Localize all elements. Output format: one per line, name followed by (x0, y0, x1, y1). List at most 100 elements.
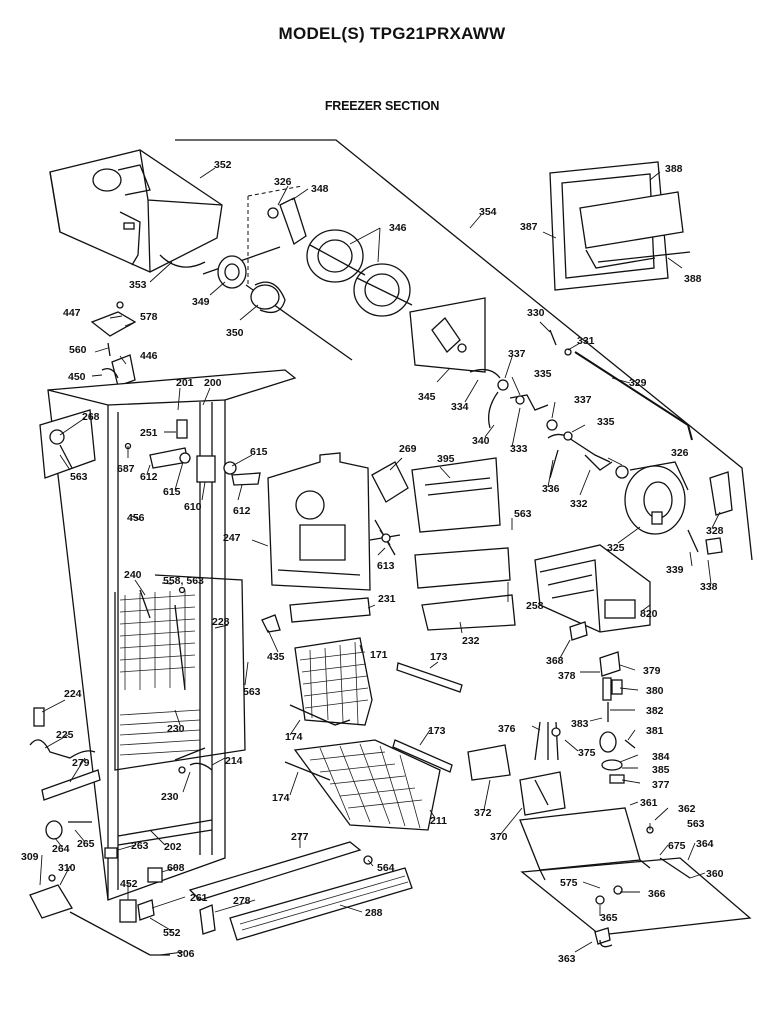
callout-370: 370 (490, 831, 508, 843)
callout-366: 366 (648, 888, 666, 900)
callout-279: 279 (72, 757, 90, 769)
callout-173-b: 173 (428, 725, 446, 737)
callout-171: 171 (370, 649, 388, 661)
callout-339: 339 (666, 564, 684, 576)
callout-337-a: 337 (508, 348, 526, 360)
callout-277: 277 (291, 831, 309, 843)
callout-395: 395 (437, 453, 455, 465)
callout-224: 224 (64, 688, 82, 700)
callout-446: 446 (140, 350, 158, 362)
callout-labels: 352 326 348 346 354 388 387 388 353 349 … (21, 159, 724, 965)
drain-parts (178, 762, 213, 774)
leveling-leg-parts (29, 874, 151, 956)
upper-basket-part (289, 637, 373, 726)
callout-338: 338 (700, 581, 718, 593)
linkage-parts (469, 368, 613, 479)
callout-615-b: 615 (250, 446, 268, 458)
callout-352: 352 (214, 159, 232, 171)
evaporator-coil-part (114, 574, 246, 771)
lower-left-parts (29, 707, 101, 801)
callout-613: 613 (377, 560, 395, 572)
callout-345: 345 (418, 391, 436, 403)
callout-340: 340 (472, 435, 490, 447)
callout-348: 348 (311, 183, 329, 195)
callout-247: 247 (223, 532, 241, 544)
callout-563-left: 563 (70, 471, 88, 483)
callout-377: 377 (652, 779, 670, 791)
callout-552: 552 (163, 927, 181, 939)
callout-334: 334 (451, 401, 469, 413)
callout-332: 332 (570, 498, 588, 510)
ice-maker-part (534, 544, 651, 633)
callout-608: 608 (167, 862, 185, 874)
callout-258: 258 (526, 600, 544, 612)
callout-563-b: 563 (514, 508, 532, 520)
callout-612-b: 612 (233, 505, 251, 517)
callout-214: 214 (225, 755, 243, 767)
evaporator-cover-part (267, 452, 371, 591)
callout-263: 263 (131, 840, 149, 852)
callout-326: 326 (274, 176, 292, 188)
callout-329: 329 (629, 377, 647, 389)
callout-372: 372 (474, 807, 492, 819)
control-housing-part (549, 161, 691, 291)
model-title: MODEL(S) TPG21PRXAWW (278, 24, 506, 43)
callout-278: 278 (233, 895, 251, 907)
small-clip-part (261, 614, 281, 633)
ice-bucket-part (49, 149, 223, 273)
callout-230-b: 230 (161, 791, 179, 803)
callout-612-a: 612 (140, 471, 158, 483)
callout-310: 310 (58, 862, 76, 874)
callout-563-d: 563 (687, 818, 705, 830)
callout-309: 309 (21, 851, 39, 863)
hinge-block-part (39, 409, 96, 479)
water-valve-part (467, 744, 566, 816)
light-switch-parts (124, 419, 261, 486)
callout-615-a: 615 (163, 486, 181, 498)
kickplate-parts (188, 841, 413, 941)
duct-cover-parts (289, 547, 516, 631)
lower-basket-part (284, 739, 441, 831)
callout-346: 346 (389, 222, 407, 234)
callout-330: 330 (527, 307, 545, 319)
callout-375: 375 (578, 747, 596, 759)
callout-385: 385 (652, 764, 670, 776)
callout-575: 575 (560, 877, 578, 889)
ice-maker-fittings (569, 621, 636, 784)
callout-200: 200 (204, 377, 222, 389)
callout-687: 687 (117, 463, 135, 475)
callout-325: 325 (607, 542, 625, 554)
callout-173-a: 173 (430, 651, 448, 663)
callout-558-563: 558, 563 (163, 575, 204, 587)
callout-563-c: 563 (243, 686, 261, 698)
callout-337-b: 337 (574, 394, 592, 406)
callout-447: 447 (63, 307, 81, 319)
section-title: FREEZER SECTION (324, 99, 440, 113)
callout-450: 450 (68, 371, 86, 383)
leader-lines (39, 167, 721, 956)
damper-plate-part (409, 297, 486, 373)
callout-368: 368 (546, 655, 564, 667)
callout-820: 820 (640, 608, 658, 620)
callout-268: 268 (82, 411, 100, 423)
callout-353: 353 (129, 279, 147, 291)
callout-261: 261 (190, 892, 208, 904)
callout-382: 382 (646, 705, 664, 717)
cover-accessory-parts (369, 457, 501, 556)
callout-350: 350 (226, 327, 244, 339)
callout-174-a: 174 (285, 731, 303, 743)
basket-rails-part (392, 662, 463, 773)
callout-380: 380 (646, 685, 664, 697)
callout-331: 331 (577, 335, 595, 347)
fan-shroud-parts (247, 185, 413, 317)
callout-384: 384 (652, 751, 670, 763)
callout-388-bottom: 388 (684, 273, 702, 285)
callout-201: 201 (176, 377, 194, 389)
callout-269: 269 (399, 443, 417, 455)
callout-231: 231 (378, 593, 396, 605)
callout-452: 452 (120, 878, 138, 890)
callout-364: 364 (696, 838, 714, 850)
callout-265: 265 (77, 838, 95, 850)
callout-264: 264 (52, 843, 70, 855)
